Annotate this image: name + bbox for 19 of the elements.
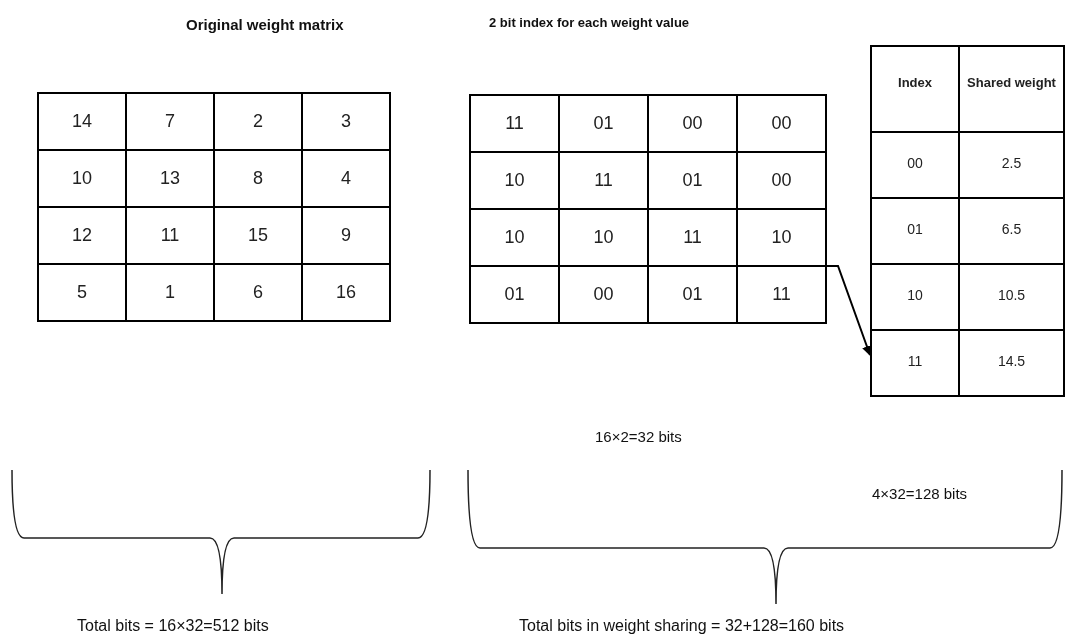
table-cell: 11 <box>870 329 960 397</box>
caption: Total bits in weight sharing = 32+128=160 bits <box>519 617 845 635</box>
table-cell: Shared weight <box>958 45 1065 133</box>
table-cell: 00 <box>736 94 827 153</box>
note: 4×32=128 bits <box>872 485 968 502</box>
table-cell: 14 <box>37 92 127 151</box>
table-cell: 01 <box>469 265 560 324</box>
arrow <box>737 265 872 356</box>
table-cell: Index <box>870 45 960 133</box>
table-cell: 3 <box>301 92 391 151</box>
table-cell: 14.5 <box>958 329 1065 397</box>
heading: 2 bit index for each weight value <box>489 15 690 30</box>
note: 16×2=32 bits <box>595 428 682 445</box>
table-cell: 5 <box>37 263 127 322</box>
table-cell: 16 <box>301 263 391 322</box>
caption: Total bits = 16×32=512 bits <box>77 617 269 635</box>
table-cell: 11 <box>736 265 827 324</box>
heading: Original weight matrix <box>186 16 344 33</box>
table-cell: 11 <box>469 94 560 153</box>
